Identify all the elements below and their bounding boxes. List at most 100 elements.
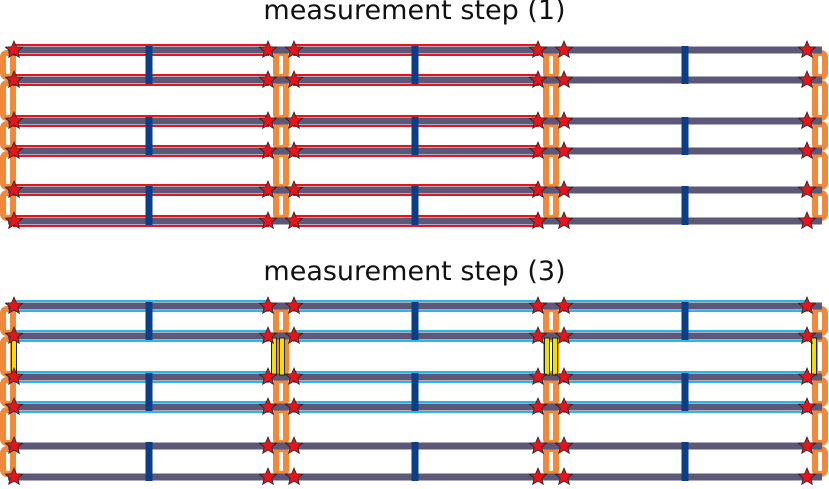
panel-1-tick-4-1 [411,186,419,225]
panel-2-star-4-0-1 [258,435,278,455]
panel-2-star-2-1-0 [284,366,304,386]
panel-1-star-3-1-1 [528,140,548,160]
panel-1-edge-rung-0-2 [0,121,16,151]
panel-1-star-2-2-0 [554,110,574,130]
panel-2-junction-rung-0-2 [273,377,289,407]
panel-1-junction-rung-0-3 [273,151,289,190]
panel-2-yellow-link-2-0 [544,337,550,376]
panel-2-junction-rung-1-0 [543,306,559,336]
panel-1-star-4-0-1 [258,179,278,199]
panel-1-edge-rung-1-2 [812,121,828,151]
panel-1-edge-rung-1-0 [812,50,828,80]
panel-2-star-4-2-0 [554,435,574,455]
panel-2-junction-rung-0-0 [273,306,289,336]
panel-2-edge-rung-0-2 [0,377,16,407]
panel-2-star-1-2-0 [554,325,574,345]
panel-1-junction-rung-0-0 [273,50,289,80]
panel-2-star-1-0-1 [258,325,278,345]
panel-2-star-4-1-0 [284,435,304,455]
panel-1-junction-rung-0-2 [273,121,289,151]
panel-1-tick-4-0 [145,186,153,225]
panel-1-edge-rung-0-1 [0,80,16,121]
panel-2-tick-2-0 [145,373,153,411]
panel-2-star-2-1-1 [528,366,548,386]
panel-1-star-2-1-1 [528,110,548,130]
panel-2-yellow-link-1-1 [279,337,285,376]
panel-2-tick-4-1 [411,442,419,481]
panel-1-tick-4-2 [681,186,689,225]
panel-1-star-0-0-0 [4,39,24,59]
panel-2-star-0-1-0 [284,295,304,315]
panel-2-edge-rung-1-0 [812,306,828,336]
panel-1-junction-rung-1-3 [543,151,559,190]
panel-1-star-4-1-1 [528,179,548,199]
panel-2-junction-rung-0-4 [273,446,289,477]
panel-2-yellow-link-2-1 [552,337,558,376]
panel-2-star-0-0-1 [258,295,278,315]
panel-1-star-2-1-0 [284,110,304,130]
panel-2-star-5-2-0 [554,466,574,486]
panel-2-junction-rung-0-3 [273,407,289,446]
panel-1-star-3-2-1 [797,140,817,160]
panel-1-star-5-1-0 [284,210,304,230]
panel-2-edge-rung-0-4 [0,446,16,477]
panel-1-star-5-2-1 [797,210,817,230]
panel-1-star-2-2-1 [797,110,817,130]
panel-1-star-1-0-0 [4,69,24,89]
panel-1-edge-rung-0-4 [0,190,16,221]
panel-2-star-4-1-1 [528,435,548,455]
panel-1-star-2-0-1 [258,110,278,130]
panel-1-edge-rung-0-3 [0,151,16,190]
panel-2-star-4-2-1 [797,435,817,455]
panel-2-star-3-2-0 [554,396,574,416]
panel-2-star-1-1-1 [528,325,548,345]
panel-1-star-4-1-0 [284,179,304,199]
panel-2-star-5-0-1 [258,466,278,486]
panel-1-tick-0-1 [411,46,419,84]
panel-2-edge-rung-1-2 [812,377,828,407]
panel-2-star-3-1-1 [528,396,548,416]
panel-1-junction-rung-0-4 [273,190,289,221]
panel-2-star-1-2-1 [797,325,817,345]
panel-2-star-5-1-0 [284,466,304,486]
panel-1-tick-0-2 [681,46,689,84]
panel-2-tick-0-1 [411,302,419,340]
panel-2-star-3-0-1 [258,396,278,416]
panel-2-tick-0-2 [681,302,689,340]
panel-1-tick-2-1 [411,117,419,155]
panel-1-star-0-2-1 [797,39,817,59]
panel-1-star-3-2-0 [554,140,574,160]
panel-1-star-3-0-1 [258,140,278,160]
panel-2-star-2-0-0 [4,366,24,386]
panel-2-star-2-2-1 [797,366,817,386]
panel-1-star-1-1-1 [528,69,548,89]
panel-1-star-0-2-0 [554,39,574,59]
panel-2-tick-4-0 [145,442,153,481]
panel-2-star-5-2-1 [797,466,817,486]
panel-2-tick-2-2 [681,373,689,411]
panel-1-junction-rung-1-1 [543,80,559,121]
panel-1-tick-2-0 [145,117,153,155]
panel-1-star-0-1-1 [528,39,548,59]
panel-2-edge-rung-1-4 [812,446,828,477]
panel-2-star-0-2-0 [554,295,574,315]
panel-1-edge-rung-1-3 [812,151,828,190]
panel-2-star-1-1-0 [284,325,304,345]
panel-2-edge-rung-1-3 [812,407,828,446]
panel-2-yellow-link-1-0 [271,337,277,376]
panel-2-star-0-0-0 [4,295,24,315]
panel-1-star-1-2-1 [797,69,817,89]
panel-1-star-1-1-0 [284,69,304,89]
panel-1-junction-rung-1-4 [543,190,559,221]
panel-1-star-5-2-0 [554,210,574,230]
panel-2-star-5-1-1 [528,466,548,486]
panel-1-star-5-0-1 [258,210,278,230]
panel-2-edge-rung-0-3 [0,407,16,446]
panel-1-junction-rung-1-2 [543,121,559,151]
panel-2-edge-rung-0-0 [0,306,16,336]
panel-2-star-4-0-0 [4,435,24,455]
panel-2-star-2-2-0 [554,366,574,386]
panel-1-edge-rung-0-0 [0,50,16,80]
panel-2-star-3-1-0 [284,396,304,416]
panel-1-tick-2-2 [681,117,689,155]
